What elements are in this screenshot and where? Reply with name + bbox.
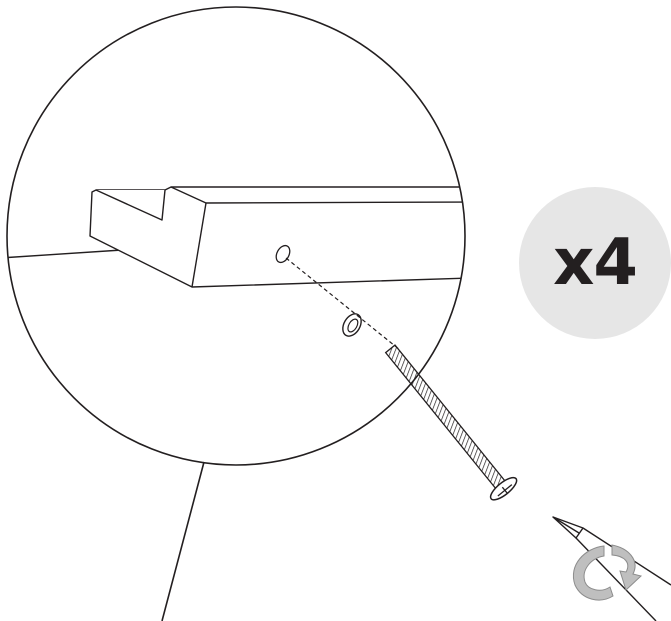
bolt-icon	[384, 344, 518, 501]
alignment-guide	[285, 257, 401, 351]
quantity-badge: x4	[519, 187, 671, 339]
magnifier-detail-circle	[6, 6, 466, 466]
furniture-rail	[89, 186, 465, 288]
washer-icon	[342, 313, 362, 337]
screwdriver-icon	[552, 516, 671, 621]
quantity-label: x4	[553, 226, 638, 300]
callout-leader	[161, 461, 205, 621]
rotate-clockwise-icon	[573, 544, 643, 601]
